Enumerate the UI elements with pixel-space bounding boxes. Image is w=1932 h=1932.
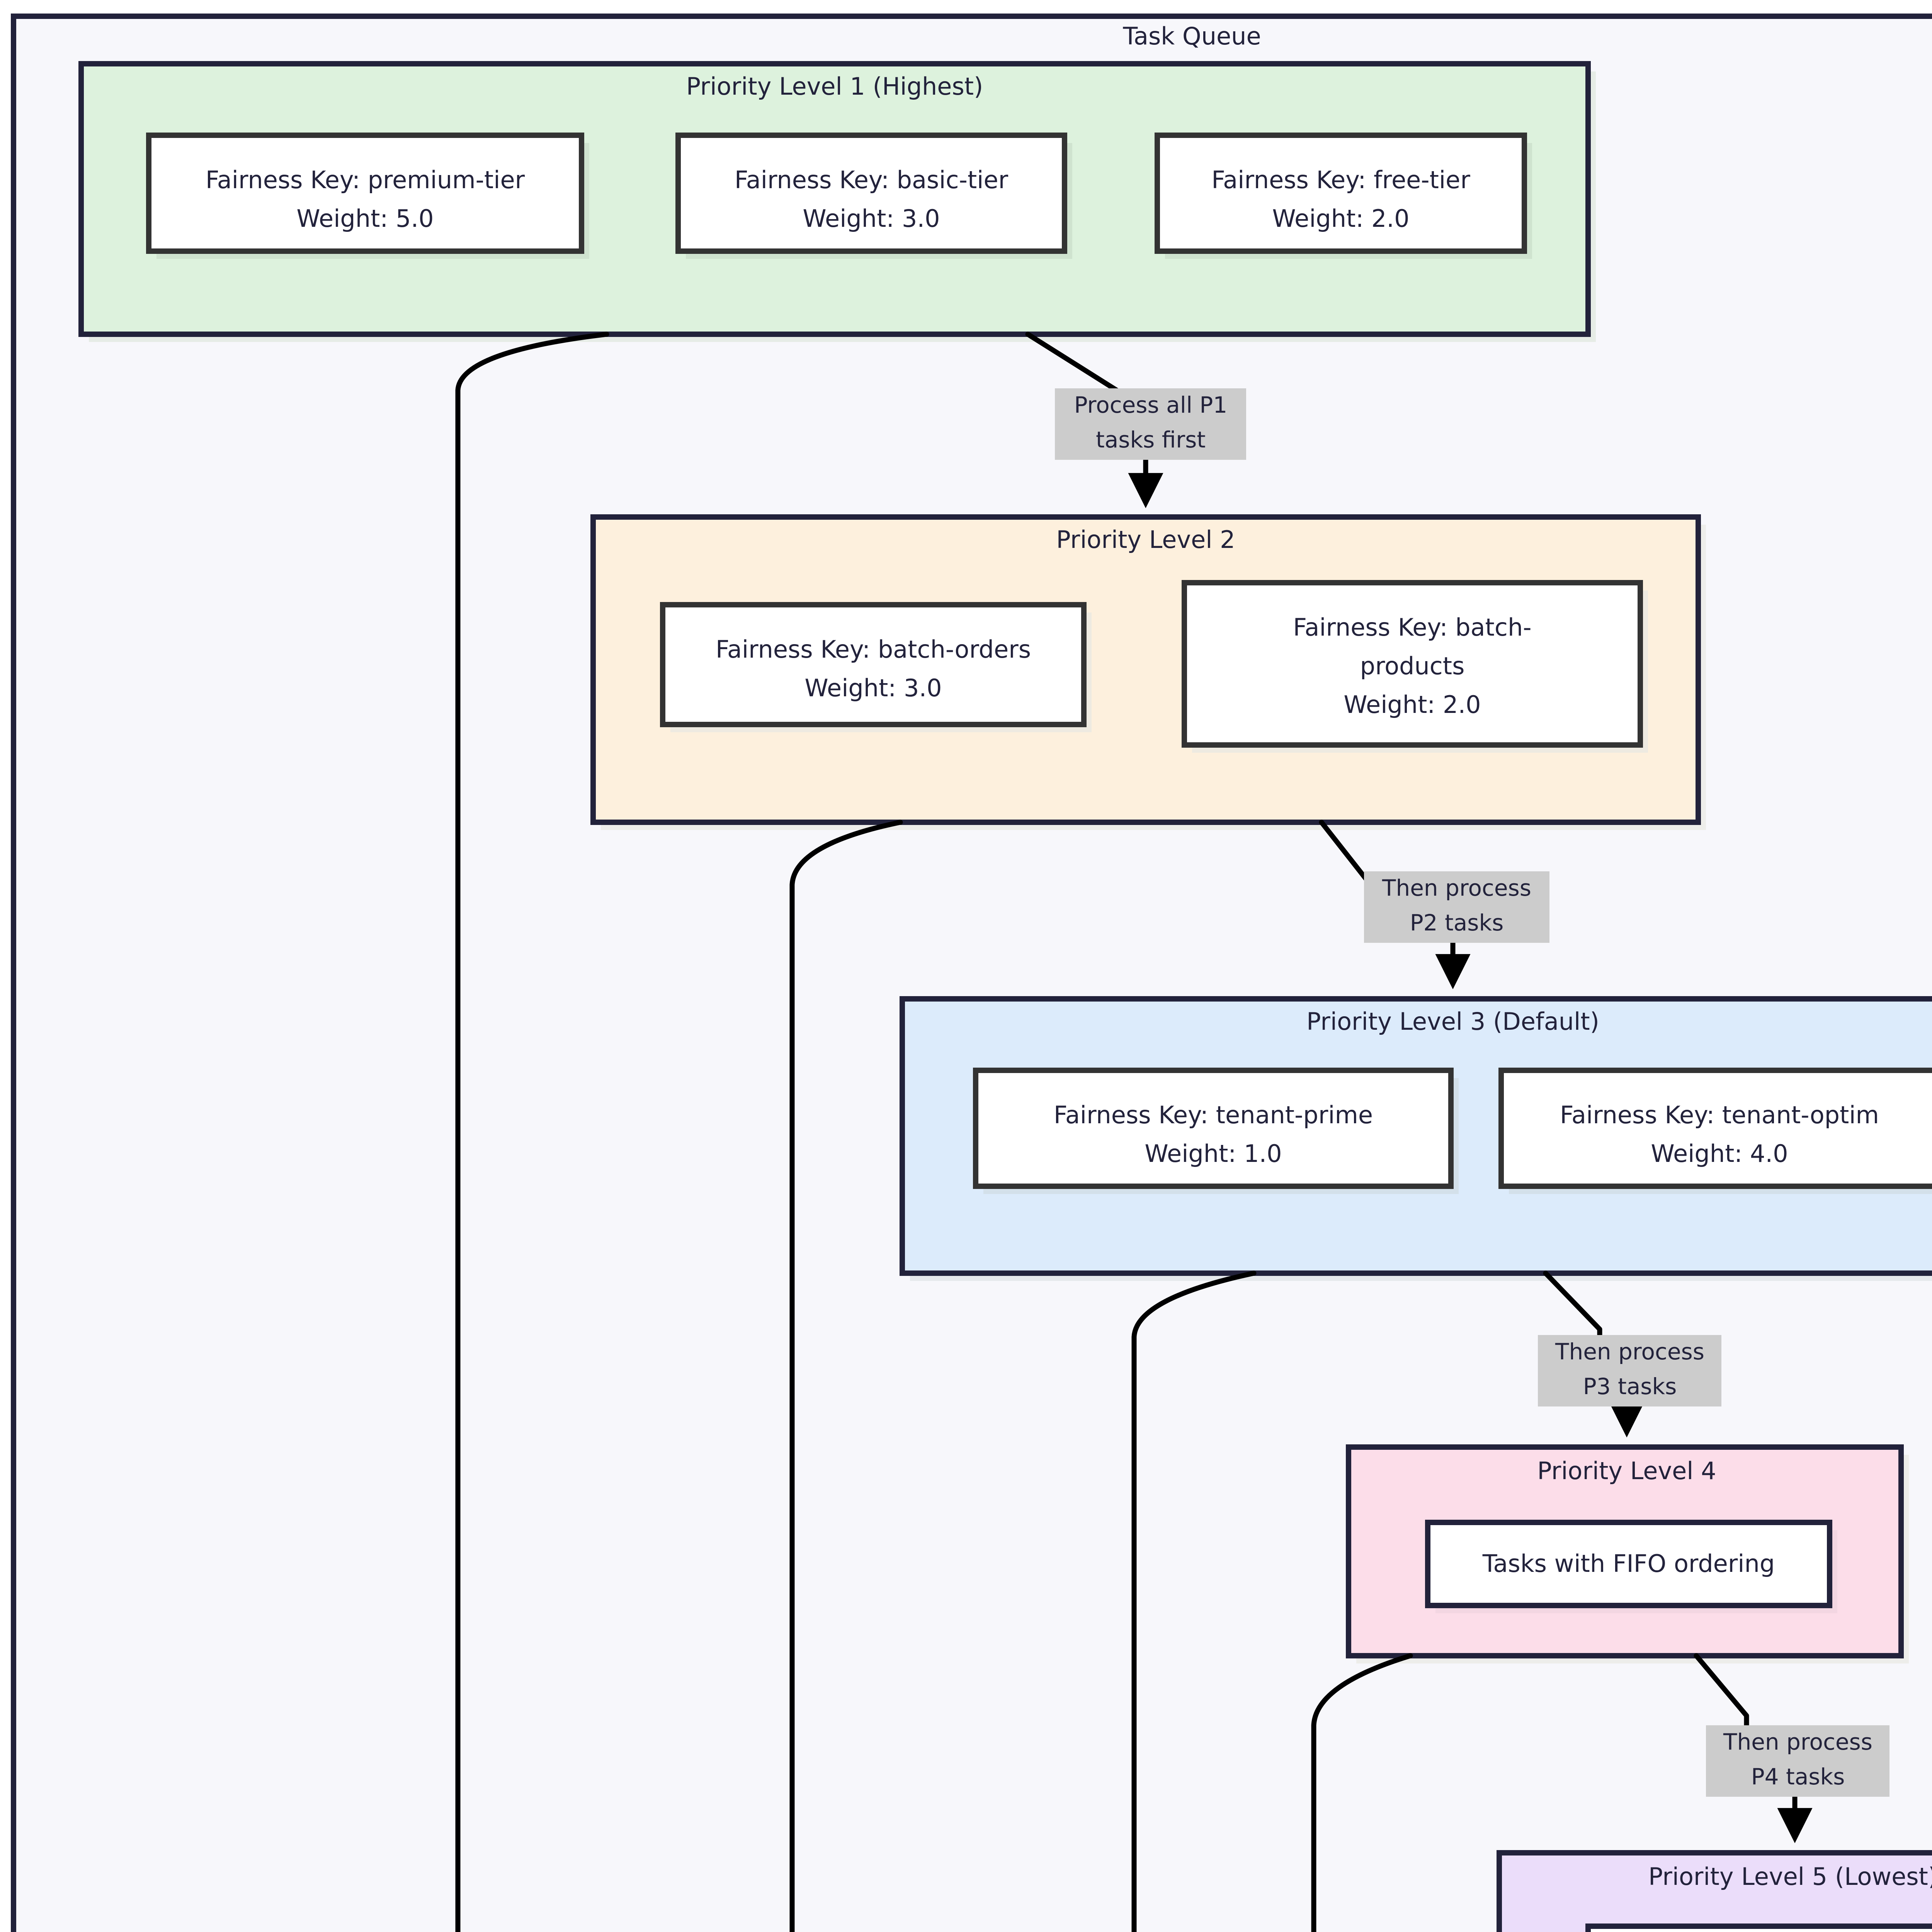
node-p2a[interactable] bbox=[660, 602, 1087, 727]
edge-label-box-3 bbox=[1538, 1335, 1721, 1406]
node-p1a-line1: Fairness Key: premium-tier bbox=[206, 166, 525, 194]
node-p3b-line2: Weight: 4.0 bbox=[1651, 1139, 1788, 1168]
node-p1c-line1: Fairness Key: free-tier bbox=[1211, 166, 1470, 194]
edge-label-2-line1: Then process bbox=[1382, 875, 1531, 901]
node-p1b-line1: Fairness Key: basic-tier bbox=[735, 166, 1009, 194]
edge-label-1-line1: Process all P1 bbox=[1074, 392, 1228, 418]
edge-label-box-1 bbox=[1055, 388, 1246, 460]
edge-label-1-line2: tasks first bbox=[1096, 427, 1206, 453]
node-p3b-line1: Fairness Key: tenant-optim bbox=[1560, 1101, 1879, 1129]
node-p2b-line3: Weight: 2.0 bbox=[1344, 690, 1481, 719]
node-p1a[interactable] bbox=[146, 133, 584, 254]
node-p3a-line1: Fairness Key: tenant-prime bbox=[1054, 1101, 1373, 1129]
node-p1b[interactable] bbox=[675, 133, 1067, 254]
node-p5a[interactable] bbox=[1585, 1923, 1932, 1932]
node-p1a-line2: Weight: 5.0 bbox=[296, 204, 434, 233]
edge-p3-workers bbox=[1131, 1270, 1257, 1932]
node-p2a-line1: Fairness Key: batch-orders bbox=[716, 635, 1031, 663]
node-p3a-line2: Weight: 1.0 bbox=[1145, 1139, 1282, 1168]
node-p4a-line1: Tasks with FIFO ordering bbox=[1482, 1549, 1775, 1578]
node-p3a[interactable] bbox=[973, 1068, 1454, 1189]
cluster-label-priority-4: Priority Level 4 bbox=[1537, 1457, 1716, 1485]
cluster-label-priority-5: Priority Level 5 (Lowest) bbox=[1648, 1862, 1932, 1891]
node-p1b-line2: Weight: 3.0 bbox=[803, 204, 940, 233]
edge-p2-workers bbox=[789, 820, 903, 1932]
edge-label-2-line2: P2 tasks bbox=[1410, 910, 1504, 936]
edge-label-4-line1: Then process bbox=[1723, 1729, 1872, 1755]
cluster-label-priority-1: Priority Level 1 (Highest) bbox=[686, 72, 983, 100]
edge-label-box-4 bbox=[1706, 1725, 1889, 1797]
node-p1c[interactable] bbox=[1155, 133, 1527, 254]
cluster-label-task-queue: Task Queue bbox=[1122, 22, 1261, 50]
edge-label-3-line2: P3 tasks bbox=[1583, 1373, 1677, 1400]
node-p1c-line2: Weight: 2.0 bbox=[1272, 204, 1409, 233]
node-p4a[interactable] bbox=[1425, 1520, 1832, 1608]
edge-label-4-line2: P4 tasks bbox=[1751, 1764, 1845, 1790]
edge-label-box-2 bbox=[1364, 871, 1549, 943]
cluster-label-priority-2: Priority Level 2 bbox=[1056, 526, 1235, 554]
node-p2a-line2: Weight: 3.0 bbox=[804, 674, 942, 702]
edge-p1-workers bbox=[455, 332, 609, 1932]
edge-p4-p5 bbox=[1694, 1653, 1749, 1730]
node-p3b[interactable] bbox=[1498, 1068, 1932, 1189]
edge-label-3-line1: Then process bbox=[1555, 1338, 1704, 1365]
node-p2b-line2: products bbox=[1360, 652, 1465, 680]
node-p2b-line1: Fairness Key: batch- bbox=[1293, 613, 1531, 641]
edge-p4-workers bbox=[1311, 1653, 1413, 1932]
node-p2b[interactable] bbox=[1182, 580, 1643, 748]
cluster-priority-5 bbox=[1497, 1850, 1932, 1932]
cluster-label-priority-3: Priority Level 3 (Default) bbox=[1306, 1007, 1599, 1036]
